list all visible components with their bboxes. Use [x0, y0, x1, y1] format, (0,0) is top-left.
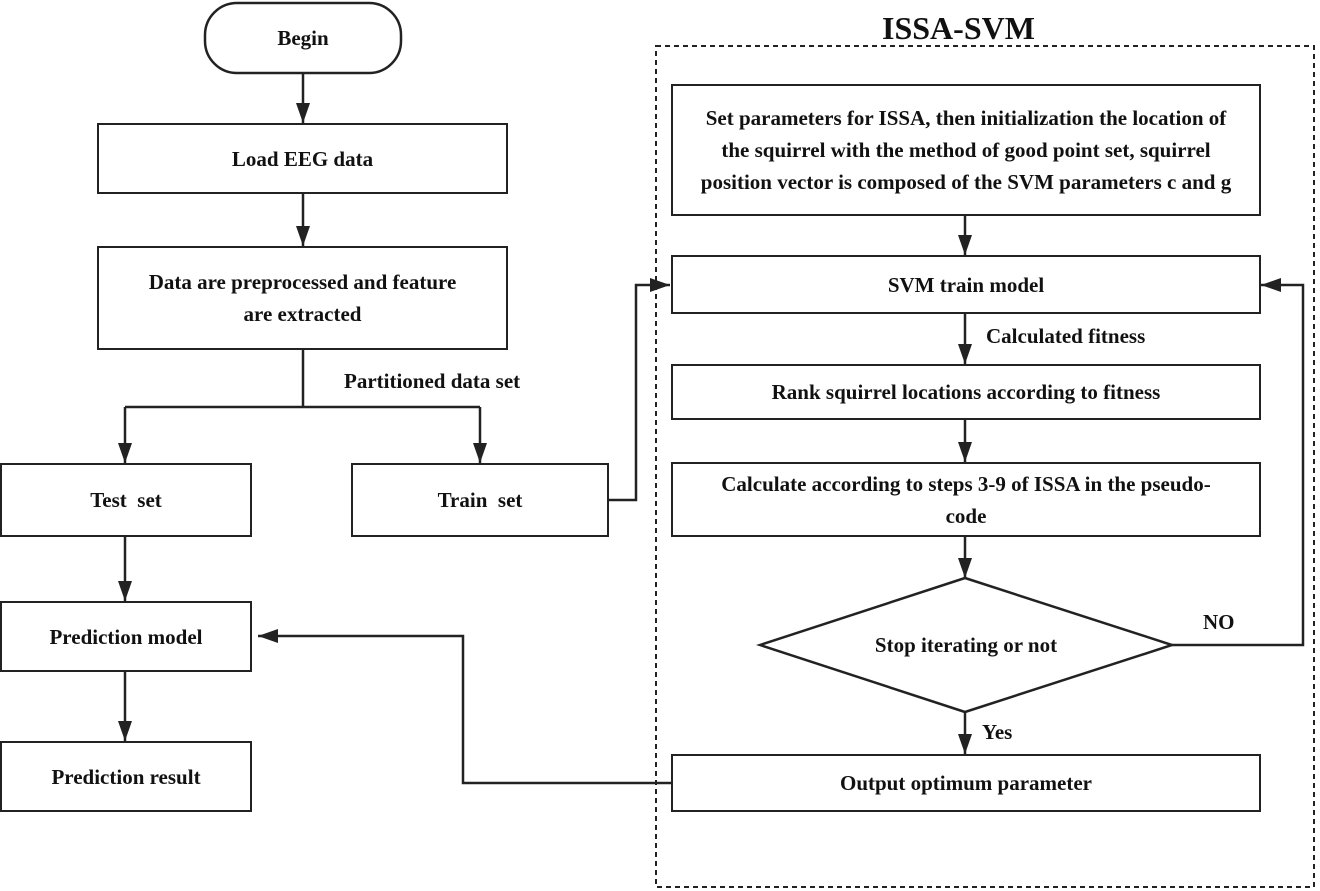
test-set-box: Test set: [0, 463, 252, 537]
set-parameters-box: Set parameters for ISSA, then initializa…: [671, 84, 1261, 216]
svm-train-box: SVM train model: [671, 255, 1261, 314]
arrow-train-to-svm: [609, 278, 670, 502]
decision-diamond: [755, 576, 1177, 714]
no-label: NO: [1203, 610, 1235, 634]
arrow-output-to-prediction: [258, 629, 671, 785]
issa-svm-group-border: [655, 45, 1315, 888]
begin-label: Begin: [277, 26, 329, 50]
train-set-box: Train set: [351, 463, 609, 537]
arrow-no-loop: [1172, 278, 1305, 647]
preprocess-box: Data are preprocessed and feature are ex…: [97, 246, 508, 350]
calculate-box: Calculate according to steps 3-9 of ISSA…: [671, 462, 1261, 537]
output-box: Output optimum parameter: [671, 754, 1261, 812]
prediction-model-box: Prediction model: [0, 601, 252, 672]
rank-box: Rank squirrel locations according to fit…: [671, 364, 1261, 420]
partition-label: Partitioned data set: [344, 369, 521, 393]
load-eeg-box: Load EEG data: [97, 123, 508, 194]
decision-label: Stop iterating or not: [874, 632, 1058, 657]
group-title: ISSA-SVM: [882, 10, 1035, 46]
fitness-label: Calculated fitness: [986, 324, 1146, 348]
yes-label: Yes: [982, 720, 1013, 744]
begin-terminal: [203, 1, 403, 75]
prediction-result-box: Prediction result: [0, 741, 252, 812]
